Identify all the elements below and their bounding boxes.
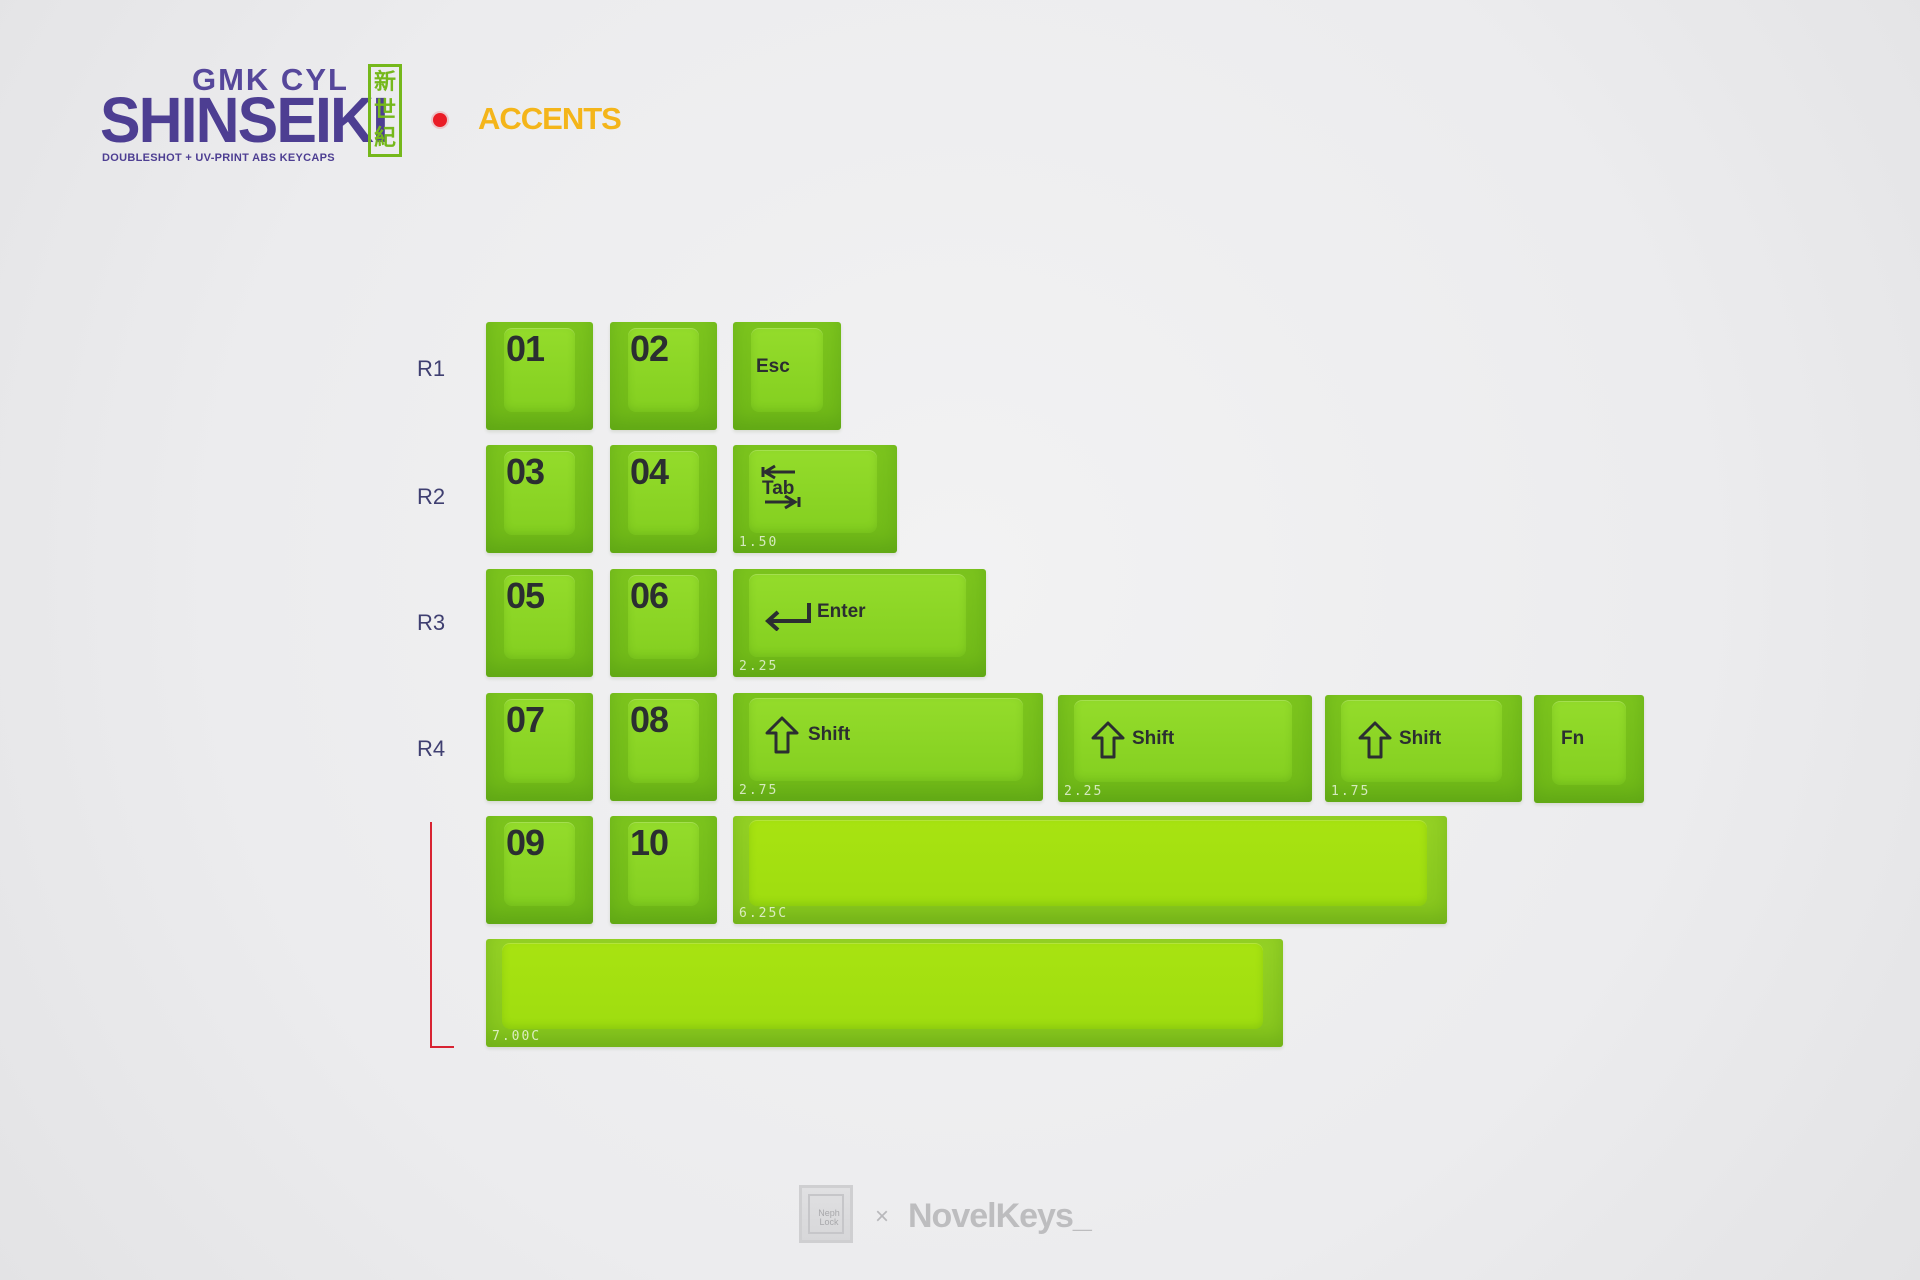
keycap-enter-size: 2.25 [739,659,779,674]
keycap-fn-legend: Fn [1561,728,1585,749]
keycap-tab-size: 1.50 [739,535,779,550]
keycap-spacebar-700: 7.00C [486,939,1283,1047]
row-label-r3: R3 [417,610,446,635]
status-dot [433,113,447,127]
footer-separator: × [875,1203,890,1230]
keycap-04: 04 [610,445,717,553]
keycap-enter: Enter 2.25 [733,569,986,677]
keycap-fn: Fn [1534,695,1644,803]
keycap-07-legend: 07 [506,699,545,740]
brand-logo: GMK CYL SHINSEIKI DOUBLESHOT + UV-PRINT … [100,60,420,170]
row-label-r1: R1 [417,356,446,381]
partner-logo: Neph Lock [799,1185,853,1243]
keycap-spacebar-625-size: 6.25C [739,906,789,921]
keycap-shift-225: Shift 2.25 [1058,695,1312,802]
tab-arrows-icon [761,464,801,510]
brand-series-label: GMK CYL [192,62,349,97]
enter-arrow-icon [765,603,811,631]
keycap-03: 03 [486,445,593,553]
keycap-spacebar-625: 6.25C [733,816,1447,924]
keycap-esc-legend: Esc [756,356,790,377]
row-label-r2: R2 [417,484,446,509]
keycap-07: 07 [486,693,593,801]
keycap-esc: Esc [733,322,841,430]
keycap-shift-175: Shift 1.75 [1325,695,1522,802]
keycap-01: 01 [486,322,593,430]
brand-title: SHINSEIKI [100,84,389,156]
keycap-shift-175-size: 1.75 [1331,784,1371,799]
keycap-05-legend: 05 [506,575,545,616]
partner-logo-text: Neph Lock [818,1208,840,1227]
keycap-tab: Tab 1.50 [733,445,897,553]
shift-arrow-icon [765,716,799,754]
keycap-10-legend: 10 [630,822,669,863]
keycap-01-legend: 01 [506,328,545,369]
keycap-08: 08 [610,693,717,801]
keycap-04-legend: 04 [630,451,669,492]
keycap-06-legend: 06 [630,575,669,616]
keycap-shift-275: Shift 2.75 [733,693,1043,801]
keycap-05: 05 [486,569,593,677]
brand-subtitle: DOUBLESHOT + UV-PRINT ABS KEYCAPS [102,152,335,164]
row-label-r4: R4 [417,736,446,761]
keycap-enter-legend: Enter [817,601,866,622]
keycap-02: 02 [610,322,717,430]
brand-kanji-text: 新世紀 [373,70,396,151]
spacebar-bracket [430,822,454,1048]
shift-arrow-icon [1091,721,1125,759]
keycap-shift-275-legend: Shift [808,724,851,745]
footer-logos: Neph Lock × NovelKeys_ [795,1185,1115,1245]
keycap-shift-225-size: 2.25 [1064,784,1104,799]
keycap-tab-legend: Tab [762,478,795,499]
footer-brand: NovelKeys_ [908,1197,1092,1235]
keycap-09-legend: 09 [506,822,545,863]
keycap-10: 10 [610,816,717,924]
keycap-shift-175-legend: Shift [1399,728,1442,749]
brand-kanji: 新世紀 [368,64,402,157]
keycap-03-legend: 03 [506,451,545,492]
shift-arrow-icon [1358,721,1392,759]
keycap-08-legend: 08 [630,699,669,740]
keycap-02-legend: 02 [630,328,669,369]
keycap-shift-225-legend: Shift [1132,728,1175,749]
kit-name: ACCENTS [478,101,622,136]
keycap-06: 06 [610,569,717,677]
keycap-spacebar-700-size: 7.00C [492,1029,542,1044]
keycap-shift-275-size: 2.75 [739,783,779,798]
keycap-09: 09 [486,816,593,924]
